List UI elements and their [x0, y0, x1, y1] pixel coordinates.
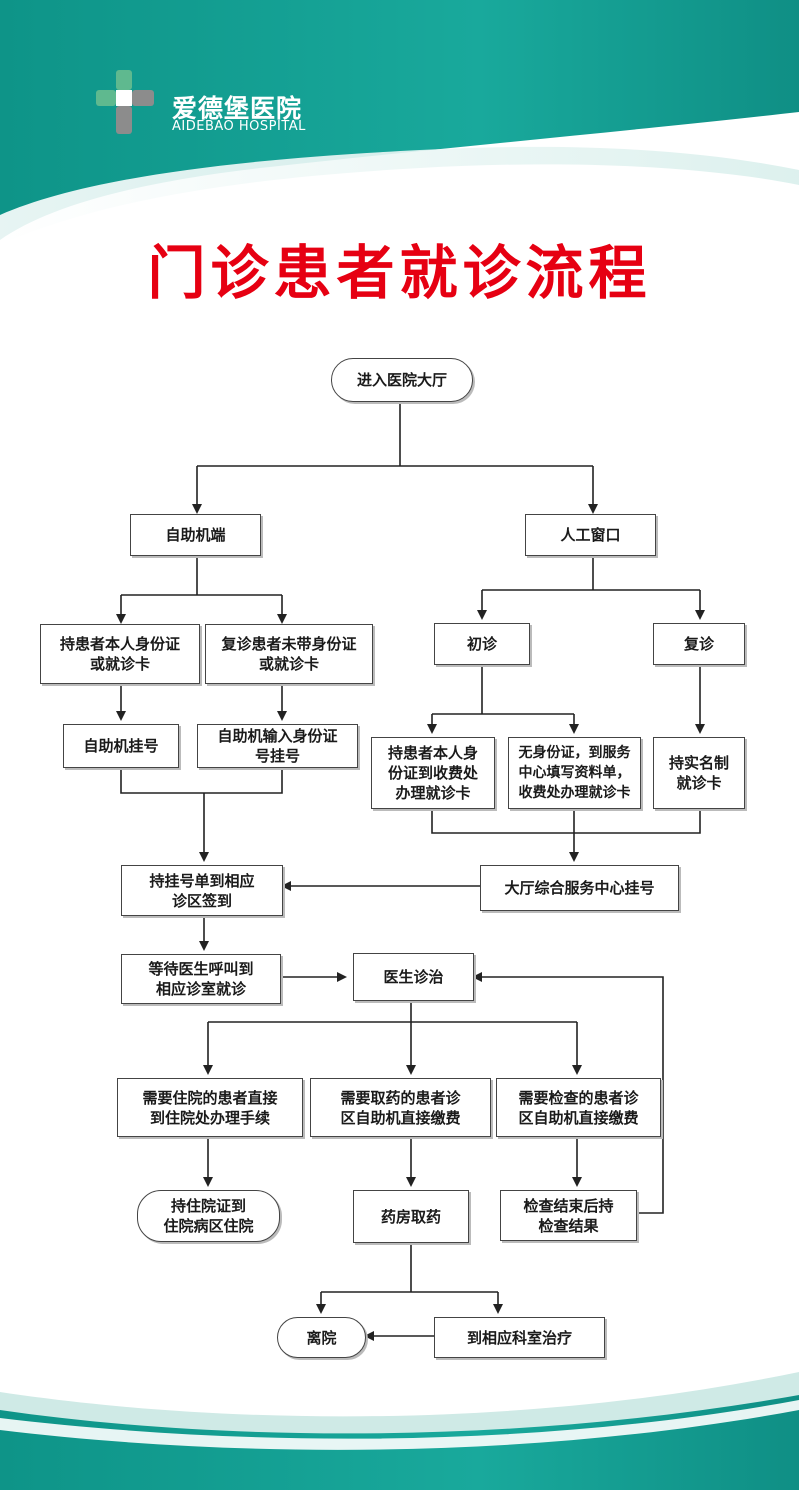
node-self-input-id: 自助机输入身份证 号挂号 — [197, 724, 358, 768]
node-medicine-pay: 需要取药的患者诊 区自助机直接缴费 — [310, 1078, 491, 1137]
node-enter-hall: 进入医院大厅 — [331, 358, 473, 402]
node-wait-doctor-call: 等待医生呼叫到 相应诊室就诊 — [121, 954, 281, 1004]
node-exam-pay: 需要检查的患者诊 区自助机直接缴费 — [496, 1078, 661, 1137]
page-title: 门诊患者就诊流程 — [147, 239, 652, 307]
node-first-visit: 初诊 — [434, 623, 530, 665]
hospital-logo — [96, 70, 154, 134]
node-service-center-register: 大厅综合服务中心挂号 — [480, 865, 679, 911]
node-admit-ward: 持住院证到 住院病区住院 — [137, 1190, 280, 1242]
node-doctor: 医生诊治 — [353, 953, 474, 1001]
node-revisit: 复诊 — [653, 623, 745, 665]
logo-english-name: AIDEBAO HOSPITAL — [172, 119, 306, 134]
node-signin: 持挂号单到相应 诊区签到 — [121, 865, 283, 916]
node-leave-hospital: 离院 — [277, 1317, 366, 1358]
node-hospitalize: 需要住院的患者直接 到住院处办理手续 — [117, 1078, 303, 1137]
node-with-id-card: 持患者本人身份证 或就诊卡 — [40, 624, 200, 684]
node-exam-result: 检查结束后持 检查结果 — [500, 1190, 637, 1241]
node-real-name-card: 持实名制 就诊卡 — [653, 737, 745, 809]
node-id-card-cashier: 持患者本人身 份证到收费处 办理就诊卡 — [371, 737, 495, 809]
node-revisit-no-id: 复诊患者未带身份证 或就诊卡 — [205, 624, 373, 684]
node-manual-window: 人工窗口 — [525, 514, 656, 556]
node-treatment: 到相应科室治疗 — [434, 1317, 605, 1358]
logo-chinese-name: 爱德堡医院 — [172, 94, 303, 123]
node-pharmacy: 药房取药 — [353, 1190, 469, 1243]
node-self-register: 自助机挂号 — [63, 724, 179, 768]
node-no-id-service-center: 无身份证，到服务 中心填写资料单， 收费处办理就诊卡 — [508, 737, 641, 809]
node-self-service: 自助机端 — [130, 514, 261, 556]
